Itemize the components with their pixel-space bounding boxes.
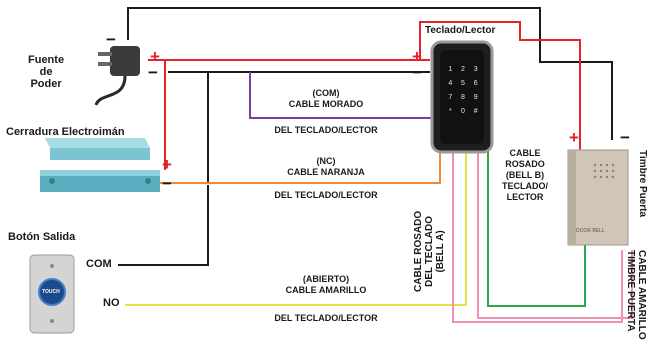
keypad-key: 0 (461, 108, 465, 115)
com-terminal-label: COM (86, 258, 112, 270)
keypad-key: 7 (448, 94, 453, 101)
power-plus-sign: + (150, 47, 160, 66)
keypad-key: 8 (461, 94, 465, 101)
yellow-cable-label: (ABIERTO) CABLE AMARILLO (285, 274, 367, 295)
orange-cable-label: (NC) CABLE NARANJA (287, 156, 365, 177)
keypad-key: * (448, 108, 452, 115)
keypad-key: 3 (473, 66, 478, 73)
wire-pink-a (452, 150, 623, 323)
wire-black-com (118, 185, 209, 266)
keypad-key: 9 (473, 94, 478, 101)
doorbell-text: DOOR BELL (576, 228, 605, 234)
power-supply-label: Fuente de Poder (28, 54, 65, 90)
no-terminal-label: NO (103, 297, 120, 309)
keypad-key: 1 (448, 66, 453, 73)
keypad-key: # (473, 108, 478, 115)
lock-plus-sign: + (162, 155, 172, 174)
purple-cable-label: (COM) CABLE MORADO (288, 88, 364, 109)
exit-button-label: Botón Salida (8, 231, 76, 243)
pink-bell-a-label: CABLE ROSADO DEL TECLADO (BELL A) (413, 210, 446, 292)
lock-minus-sign: − (162, 174, 172, 193)
yellow-cable-from: DEL TECLADO/LECTOR (274, 313, 378, 323)
pink-bell-b-label: CABLE ROSADO (BELL B) TECLADO/ LECTOR (502, 148, 548, 202)
wire-orange (150, 150, 441, 184)
maglock-icon (40, 138, 160, 192)
wire-black-top (127, 7, 613, 140)
keypad-plus-sign: + (412, 47, 422, 66)
doorbell-minus-sign: − (620, 128, 630, 147)
keypad-key: 6 (473, 80, 478, 87)
purple-cable-from: DEL TECLADO/LECTOR (274, 125, 378, 135)
wire-pink-b (477, 150, 633, 319)
wire-green (487, 150, 586, 307)
wire-yellow (125, 150, 467, 306)
power-adapter-icon (94, 46, 140, 106)
keypad-key: 2 (461, 66, 465, 73)
keypad-keys: 1 2 3 4 5 6 7 8 9 * 0 # (444, 66, 482, 116)
keypad-reader-icon (430, 40, 494, 154)
wire-red-keypad-bell (419, 21, 581, 150)
power-minus-sign-2: − (148, 63, 158, 82)
keypad-minus-sign: − (412, 63, 422, 82)
keypad-key: 4 (448, 80, 453, 87)
orange-cable-from: DEL TECLADO/LECTOR (274, 190, 378, 200)
yellow-doorbell-label: CABLE AMARILLO TIMBRE PUERTA (625, 250, 647, 340)
doorbell-label: Timbre Puerta (637, 150, 647, 218)
lock-label: Cerradura Electroimán (6, 126, 125, 138)
exit-button-icon (29, 254, 75, 334)
doorbell-icon (567, 149, 629, 246)
keypad-label: Teclado/Lector (425, 25, 496, 36)
doorbell-plus-sign: + (569, 128, 579, 147)
exit-button-text: TOUCH (42, 289, 60, 295)
keypad-key: 5 (461, 80, 465, 87)
power-minus-sign: − (106, 30, 116, 49)
